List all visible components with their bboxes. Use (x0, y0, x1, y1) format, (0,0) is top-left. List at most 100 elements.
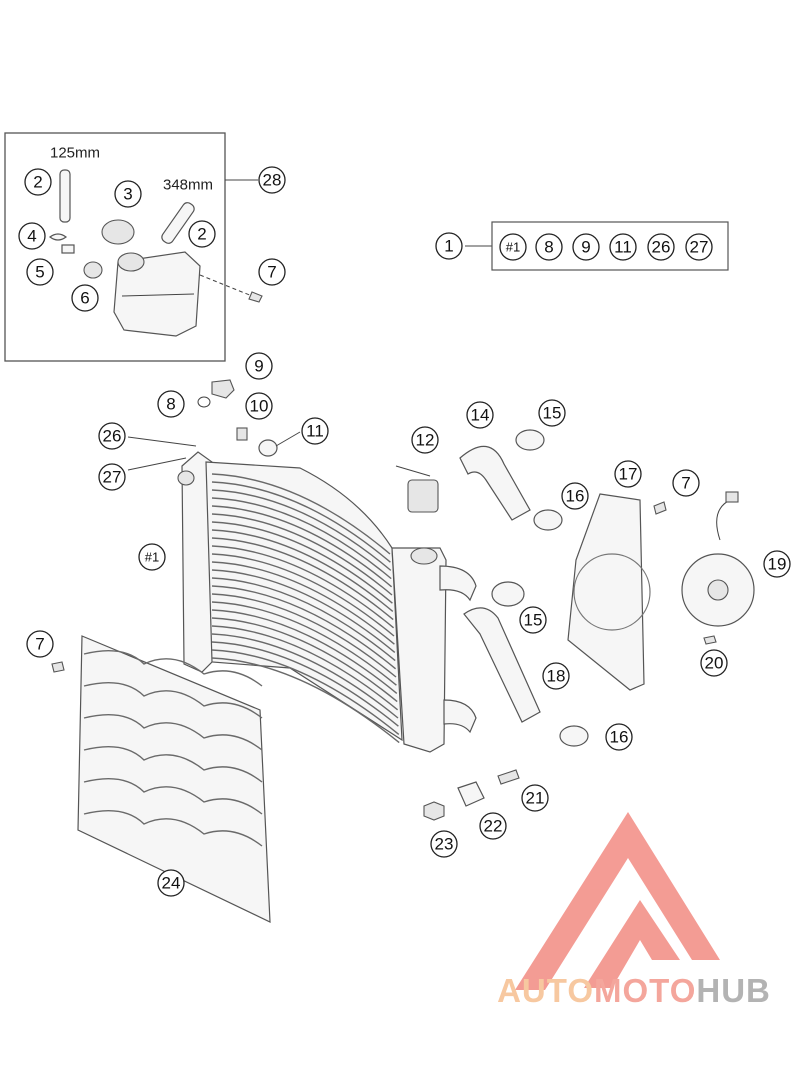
radiator-fin (211, 577, 396, 662)
kit-item-1-text: 8 (544, 238, 553, 257)
kit-item-0-text: #1 (506, 240, 520, 255)
callout-l20-text: 20 (705, 654, 724, 673)
left-radiator-cap (177, 470, 195, 486)
callout-l4: 4 (18, 222, 46, 250)
bracket-11 (258, 439, 278, 457)
short-hose (59, 169, 71, 223)
o-ring (197, 396, 211, 408)
tank-cap (101, 219, 135, 245)
callout-l2a-text: 2 (33, 173, 42, 192)
callout-l26: 26 (98, 422, 126, 450)
grille-louvres (83, 649, 263, 847)
callout-l8: 8 (157, 390, 185, 418)
lower-outlet-pipe (443, 699, 477, 734)
clamp-16-upper (533, 509, 563, 531)
radiator-fin (211, 609, 398, 694)
shroud-screw (653, 501, 667, 515)
dimension-348mm: 348mm (163, 177, 213, 194)
callout-l6-text: 6 (80, 289, 89, 308)
expansion-tank (113, 251, 201, 337)
clamp-15-lower (491, 581, 525, 607)
callout-l18-text: 18 (547, 667, 566, 686)
callout-l22: 22 (479, 812, 507, 840)
radiator-fin (211, 489, 392, 571)
callout-l7c-text: 7 (35, 635, 44, 654)
kit-item-4: 26 (647, 233, 675, 261)
callout-l7b-text: 7 (681, 474, 690, 493)
radiator-fin (211, 537, 394, 621)
radiator-fin (211, 497, 392, 580)
callout-l21-text: 21 (526, 789, 545, 808)
callout-l3-text: 3 (123, 185, 132, 204)
callout-l2a: 2 (24, 168, 52, 196)
callout-l24: 24 (157, 869, 185, 897)
kit-item-2: 9 (572, 233, 600, 261)
leader-27 (127, 457, 187, 471)
radiator-fins (211, 473, 400, 744)
radiator-fin (211, 641, 399, 727)
watermark-hub: HUB (696, 972, 771, 1009)
radiator-cap (407, 479, 439, 513)
callout-l14: 14 (466, 401, 494, 429)
callout-l10-text: 10 (250, 397, 269, 416)
kit-item-2-text: 9 (581, 238, 590, 257)
fan-hub (707, 579, 729, 601)
callout-l21: 21 (521, 784, 549, 812)
callout-l11: 11 (301, 417, 329, 445)
callout-l9: 9 (245, 352, 273, 380)
kit-item-4-text: 26 (652, 238, 671, 257)
callout-l27: 27 (98, 463, 126, 491)
leader-11 (275, 431, 301, 447)
callout-l17-text: 17 (619, 465, 638, 484)
callout-l19: 19 (763, 550, 791, 578)
radiator-fin (211, 569, 396, 653)
grille-louvre (83, 649, 263, 687)
callout-l20: 20 (700, 649, 728, 677)
callout-l3: 3 (114, 180, 142, 208)
callout-l5-text: 5 (35, 263, 44, 282)
tank-screw (248, 291, 263, 303)
callout-l1: 1 (435, 232, 463, 260)
radiator-filler-neck (410, 547, 438, 565)
callout-l15a-text: 15 (543, 404, 562, 423)
callout-l1-text: 1 (444, 237, 453, 256)
callout-l5: 5 (26, 258, 54, 286)
kit-item-1: 8 (535, 233, 563, 261)
logo-triangle-inner (584, 900, 680, 988)
fan-shroud (567, 493, 645, 691)
radiator-fin (211, 553, 395, 637)
cap-strap (395, 465, 431, 477)
callout-l7b: 7 (672, 469, 700, 497)
radiator-fin (211, 513, 393, 596)
radiator-fin (211, 561, 395, 645)
hose-clip (48, 233, 68, 241)
callout-l17: 17 (614, 460, 642, 488)
kit-item-0: #1 (499, 233, 527, 261)
kit-item-5-text: 27 (690, 238, 709, 257)
callout-l15a: 15 (538, 399, 566, 427)
radiator-fin (211, 601, 397, 686)
radiator-fin (211, 529, 394, 612)
callout-l24-text: 24 (162, 874, 181, 893)
callout-l4-text: 4 (27, 227, 36, 246)
rubber-mount-22 (457, 781, 485, 807)
callout-l15b: 15 (519, 606, 547, 634)
callout-l28-text: 28 (263, 171, 282, 190)
callout-l19-text: 19 (768, 555, 787, 574)
kit-contents-frame (491, 221, 729, 271)
grille-screw (51, 661, 65, 673)
callout-l18: 18 (542, 662, 570, 690)
callout-l27-text: 27 (103, 468, 122, 487)
tank-kit-frame (4, 132, 226, 362)
tank-seam (121, 293, 195, 297)
nozzle (61, 244, 75, 254)
callout-l12: 12 (411, 426, 439, 454)
callout-l7c: 7 (26, 630, 54, 658)
callout-l15b-text: 15 (524, 611, 543, 630)
grille-louvre (83, 745, 263, 783)
radiator-fin (211, 481, 391, 563)
nut-23 (423, 801, 445, 821)
clamp-15-upper (515, 429, 545, 451)
radiator-fin (211, 545, 395, 629)
